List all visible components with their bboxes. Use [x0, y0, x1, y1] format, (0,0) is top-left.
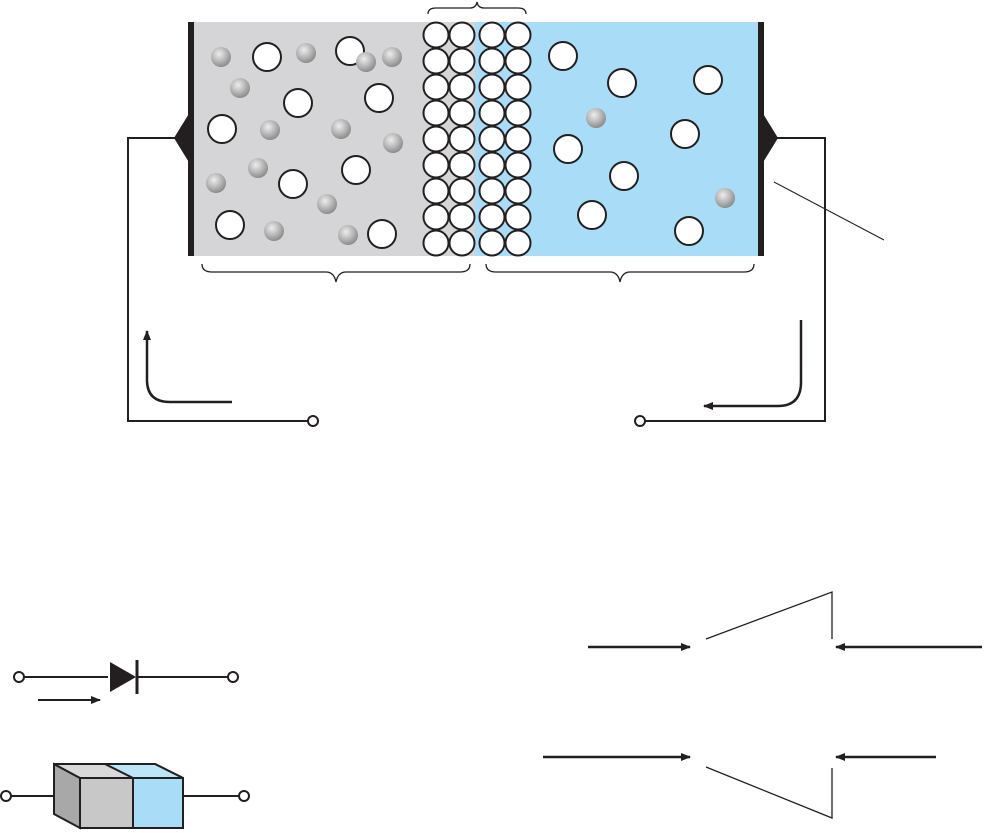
electron-carrier: [317, 194, 337, 214]
bias-sketch-upper: [588, 591, 982, 651]
depletion-ion: [504, 125, 532, 153]
depletion-ion: [478, 229, 506, 257]
external-circuit: [127, 137, 826, 422]
electron-carrier: [382, 47, 402, 67]
depletion-ion: [504, 21, 532, 49]
depletion-ion: [504, 203, 532, 231]
right-terminal[interactable]: [634, 415, 646, 427]
depletion-ion: [422, 47, 450, 75]
electron-carrier: [211, 47, 231, 67]
electron-carrier: [356, 52, 376, 72]
depletion-ion: [422, 73, 450, 101]
depletion-ion: [448, 73, 476, 101]
depletion-ion: [422, 99, 450, 127]
depletion-ion: [448, 151, 476, 179]
depletion-ion: [504, 151, 532, 179]
bias-sketch-lower: [543, 753, 936, 819]
electron-carrier: [338, 225, 358, 245]
left-terminal[interactable]: [307, 415, 319, 427]
depletion-ion: [422, 125, 450, 153]
depletion-ion: [504, 177, 532, 205]
depletion-ion: [478, 177, 506, 205]
hole-carrier: [278, 169, 308, 199]
depletion-brace: [427, 1, 527, 15]
depletion-ion: [478, 21, 506, 49]
electron-carrier: [607, 68, 637, 98]
depletion-ion: [448, 229, 476, 257]
depletion-ion: [448, 177, 476, 205]
depletion-layer: [422, 21, 532, 257]
electron-carrier: [331, 119, 351, 139]
electron-carrier: [553, 134, 583, 164]
electron-carrier: [260, 120, 280, 140]
hole-carrier: [341, 155, 371, 185]
depletion-ion: [448, 203, 476, 231]
depletion-ion: [448, 125, 476, 153]
depletion-ion: [422, 177, 450, 205]
electron-carrier: [670, 119, 700, 149]
electron-carrier: [548, 41, 578, 71]
right-wire: [644, 137, 826, 422]
electron-carrier: [264, 221, 284, 241]
current-arrow-left: [703, 320, 803, 410]
hole-carrier: [715, 188, 735, 208]
depletion-ion: [448, 47, 476, 75]
diode-symbol-icon: [13, 660, 239, 704]
hole-carrier: [367, 219, 397, 249]
junction-block: [174, 1, 885, 283]
depletion-ion: [448, 99, 476, 127]
depletion-ion: [422, 21, 450, 49]
p-region-brace: [201, 263, 471, 283]
leader-line: [773, 181, 885, 241]
depletion-ion: [478, 99, 506, 127]
electron-carrier: [577, 200, 607, 230]
hole-carrier: [207, 114, 237, 144]
depletion-ion: [478, 203, 506, 231]
electron-carrier: [230, 78, 250, 98]
depletion-ion: [422, 203, 450, 231]
right-electrode: [758, 22, 764, 256]
electron-carrier: [206, 173, 226, 193]
left-electrode: [188, 22, 194, 256]
current-arrow-up: [143, 330, 232, 404]
hole-carrier: [283, 88, 313, 118]
electron-carrier: [296, 43, 316, 63]
electron-carrier: [248, 158, 268, 178]
left-wire: [127, 137, 308, 422]
n-region-brace: [485, 263, 755, 283]
depletion-ion: [422, 151, 450, 179]
diode-package-icon: [0, 762, 250, 830]
depletion-ion: [422, 229, 450, 257]
right-contact-tab: [762, 112, 778, 164]
electron-carrier: [674, 216, 704, 246]
depletion-ion: [448, 21, 476, 49]
depletion-ion: [504, 47, 532, 75]
depletion-ion: [478, 73, 506, 101]
hole-carrier: [215, 210, 245, 240]
n-side-carriers: [548, 41, 735, 246]
p-side-carriers: [206, 36, 403, 249]
electron-carrier: [609, 161, 639, 191]
depletion-ion: [478, 47, 506, 75]
electron-carrier: [693, 65, 723, 95]
hole-carrier: [252, 42, 282, 72]
depletion-ion: [478, 125, 506, 153]
depletion-ion: [478, 151, 506, 179]
depletion-ion: [504, 229, 532, 257]
electron-carrier: [383, 133, 403, 153]
left-contact-tab: [174, 112, 190, 164]
depletion-ion: [504, 99, 532, 127]
hole-carrier: [364, 83, 394, 113]
depletion-ion: [504, 73, 532, 101]
hole-carrier: [586, 108, 606, 128]
